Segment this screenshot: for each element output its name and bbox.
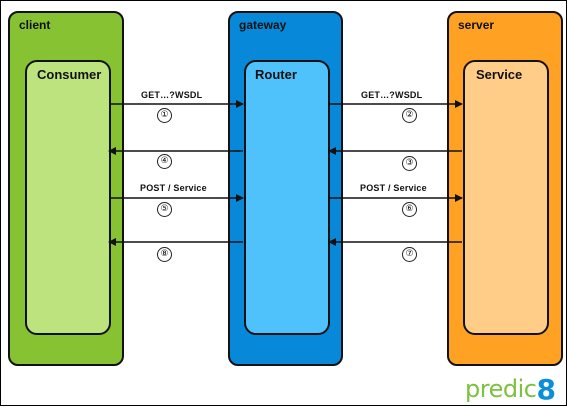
router-label: Router [255, 67, 297, 82]
step-5-badge: ⑤ [157, 202, 172, 217]
client-lane: client Consumer [8, 11, 124, 366]
message-label-get-left: GET…?WSDL [141, 90, 203, 100]
step-1-badge: ① [157, 108, 172, 123]
server-lane: server Service [447, 11, 563, 366]
consumer-label: Consumer [37, 67, 102, 82]
message-label-get-right: GET…?WSDL [361, 90, 423, 100]
gateway-lane-title: gateway [239, 18, 287, 32]
step-7-badge: ⑦ [402, 247, 417, 262]
service-label: Service [476, 67, 523, 82]
logo-text: predic [465, 375, 537, 403]
step-2-badge: ② [402, 108, 417, 123]
step-6-badge: ⑥ [402, 202, 417, 217]
step-8-badge: ⑧ [157, 247, 172, 262]
client-lane-title: client [19, 18, 51, 32]
message-label-post-left: POST / Service [140, 183, 207, 193]
step-3-badge: ③ [402, 156, 417, 171]
gateway-lane: gateway Router [228, 11, 343, 366]
step-4-badge: ④ [157, 154, 172, 169]
predic8-logo: predic8 [465, 371, 556, 406]
service-box: Service [463, 60, 549, 335]
consumer-box: Consumer [25, 60, 111, 335]
logo-eight: 8 [536, 373, 556, 406]
server-lane-title: server [458, 18, 495, 32]
message-label-post-right: POST / Service [360, 183, 427, 193]
